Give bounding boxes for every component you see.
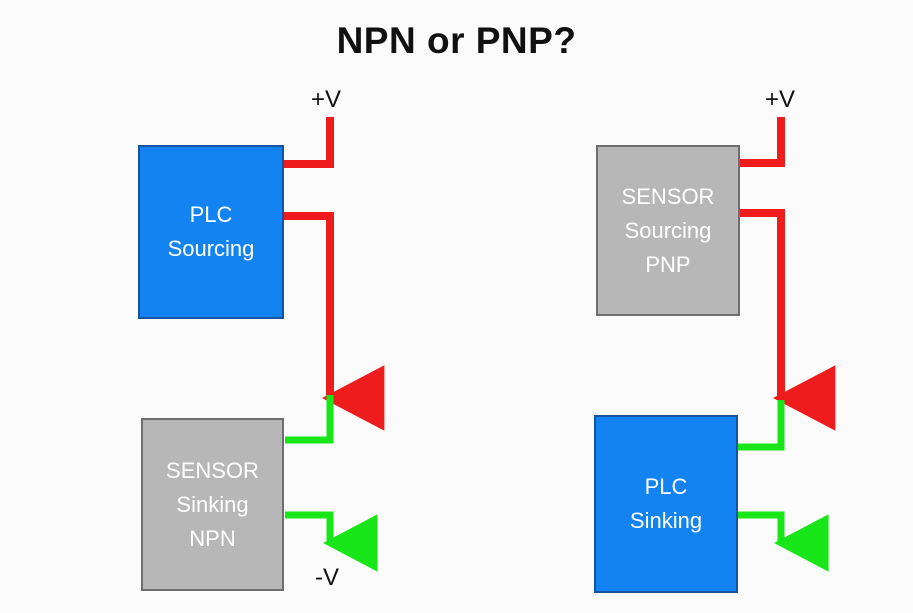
right-sensor-line-1: SENSOR [621,183,715,209]
right-sensor-line-3: PNP [645,251,691,277]
left-positive-rail-label: +V [311,86,342,113]
left-sensor-return-wire [285,395,334,444]
left-signal-wire [283,212,385,431]
right-plc-line-1: PLC [644,474,688,499]
left-sensor-ground-wire [285,511,378,572]
left-plc-block[interactable]: PLC Sourcing [138,145,284,319]
left-sensor-line-2: Sinking [176,491,249,517]
right-plc-block[interactable]: PLC Sinking [594,415,738,593]
left-plc-line-2: Sourcing [167,236,255,261]
right-sensor-block[interactable]: SENSOR Sourcing PNP [596,145,740,316]
left-sensor-line-1: SENSOR [166,457,259,483]
right-plc-ground-wire [737,511,829,572]
right-plc-return-wire [737,400,785,451]
left-negative-rail-label: -V [315,564,339,591]
right-plc-line-2: Sinking [629,508,703,533]
left-sensor-line-3: NPN [189,525,236,551]
left-supply-wire [283,117,334,168]
page-title: NPN or PNP? [336,20,577,61]
right-positive-rail-label: +V [765,86,796,113]
right-signal-wire [739,209,836,431]
left-sensor-block[interactable]: SENSOR Sinking NPN [141,418,284,591]
right-sensor-line-2: Sourcing [624,217,712,243]
left-plc-line-1: PLC [189,202,233,227]
right-supply-wire [739,117,785,167]
